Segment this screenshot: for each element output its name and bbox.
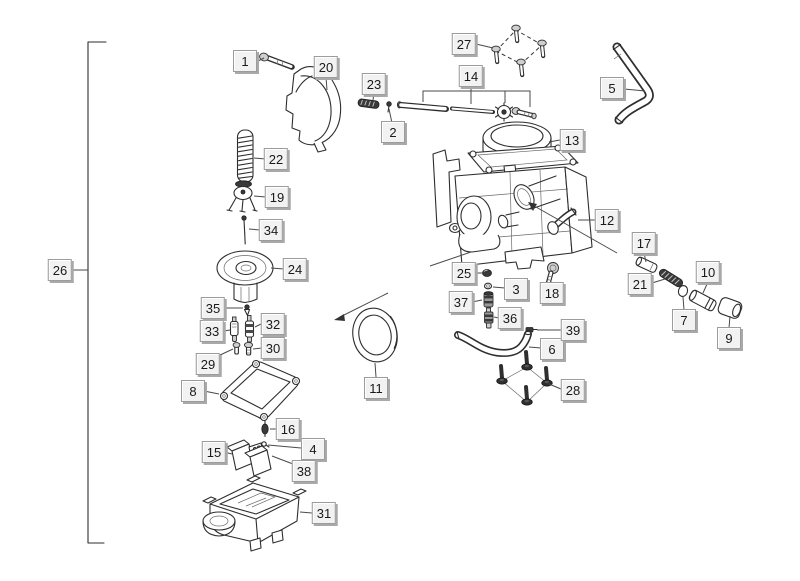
part-callout-24[interactable]: 24 [282,258,308,280]
bracket-26-drawing [87,41,107,544]
part-callout-37[interactable]: 37 [448,291,474,313]
part-callout-34[interactable]: 34 [258,219,284,241]
leader-lines [73,43,731,514]
part-23-spring-drawing [357,98,380,109]
part-2-pin-drawing [386,101,392,113]
part-7-oring-drawing [677,285,689,297]
part-callout-25[interactable]: 25 [451,262,477,284]
part-callout-39[interactable]: 39 [560,319,586,341]
part-callout-11[interactable]: 11 [364,377,388,399]
part-callout-22[interactable]: 22 [263,148,289,170]
part-32-jet-drawing [244,315,255,343]
part-callout-28[interactable]: 28 [560,379,586,401]
part-9-cap-drawing [717,297,743,319]
part-29-screw-drawing [232,342,241,355]
part-callout-5[interactable]: 5 [600,77,624,99]
part-24-diaphragm-drawing [216,250,274,304]
part-19-spring-seat-drawing [226,185,258,213]
part-callout-15[interactable]: 15 [201,441,227,463]
part-callout-23[interactable]: 23 [361,73,387,95]
part-18-bolt-drawing [545,262,559,287]
part-callout-30[interactable]: 30 [260,337,286,359]
part-4-clip-drawing [261,441,270,448]
part-callout-19[interactable]: 19 [264,186,290,208]
carburetor-body-drawing [429,121,618,270]
part-callout-38[interactable]: 38 [291,460,317,482]
part-callout-29[interactable]: 29 [195,353,221,375]
part-3-washer-drawing [483,282,493,290]
part-22-spring-drawing [235,129,254,188]
part-callout-17[interactable]: 17 [631,232,657,254]
part-25-nut-drawing [482,269,492,277]
part-16-float-valve-drawing [261,420,269,438]
part-callout-9[interactable]: 9 [717,327,741,349]
part-12-hose-drawing [547,207,577,235]
part-5-hose-drawing [612,42,654,125]
part-callout-8[interactable]: 8 [181,380,205,402]
part-callout-18[interactable]: 18 [539,282,565,304]
part-21-spring-drawing [658,268,684,288]
part-14-rod-set-drawing [396,85,537,122]
part-callout-33[interactable]: 33 [199,320,225,342]
part-17-pin-drawing [635,256,658,273]
part-27-screw-set-drawing [492,25,547,75]
part-callout-12[interactable]: 12 [594,209,620,231]
part-35-valve-drawing [243,304,251,317]
part-30-screw-drawing [244,341,253,356]
part-8-gasket-drawing [219,359,301,422]
part-callout-14[interactable]: 14 [458,65,484,87]
part-10-piston-drawing [688,289,717,312]
part-34-jet-needle-drawing [241,215,247,245]
part-37-jet-drawing [483,291,494,308]
part-callout-21[interactable]: 21 [627,273,653,295]
part-callout-7[interactable]: 7 [672,309,696,331]
part-callout-35[interactable]: 35 [200,297,226,319]
part-33-needle-jet-drawing [229,316,239,342]
part-callout-10[interactable]: 10 [695,261,721,283]
part-callout-3[interactable]: 3 [504,278,528,300]
part-callout-31[interactable]: 31 [311,502,337,524]
part-callout-6[interactable]: 6 [540,338,564,360]
part-callout-20[interactable]: 20 [313,56,339,78]
part-36-jet-holder-drawing [484,307,494,329]
part-callout-1[interactable]: 1 [233,50,257,72]
part-callout-36[interactable]: 36 [497,307,523,329]
part-6-drain-hose-drawing [454,330,532,357]
part-callout-2[interactable]: 2 [381,121,405,143]
part-11-ring-drawing [334,292,398,363]
part-15-float-drawing [226,439,272,477]
part-callout-32[interactable]: 32 [260,313,286,335]
part-callout-4[interactable]: 4 [301,438,325,460]
part-callout-13[interactable]: 13 [559,129,585,151]
part-31-float-bowl-drawing [202,475,307,552]
part-callout-27[interactable]: 27 [451,33,477,55]
part-28-screw-set-drawing [494,350,555,408]
part-callout-26[interactable]: 26 [47,259,73,281]
part-callout-16[interactable]: 16 [275,418,301,440]
